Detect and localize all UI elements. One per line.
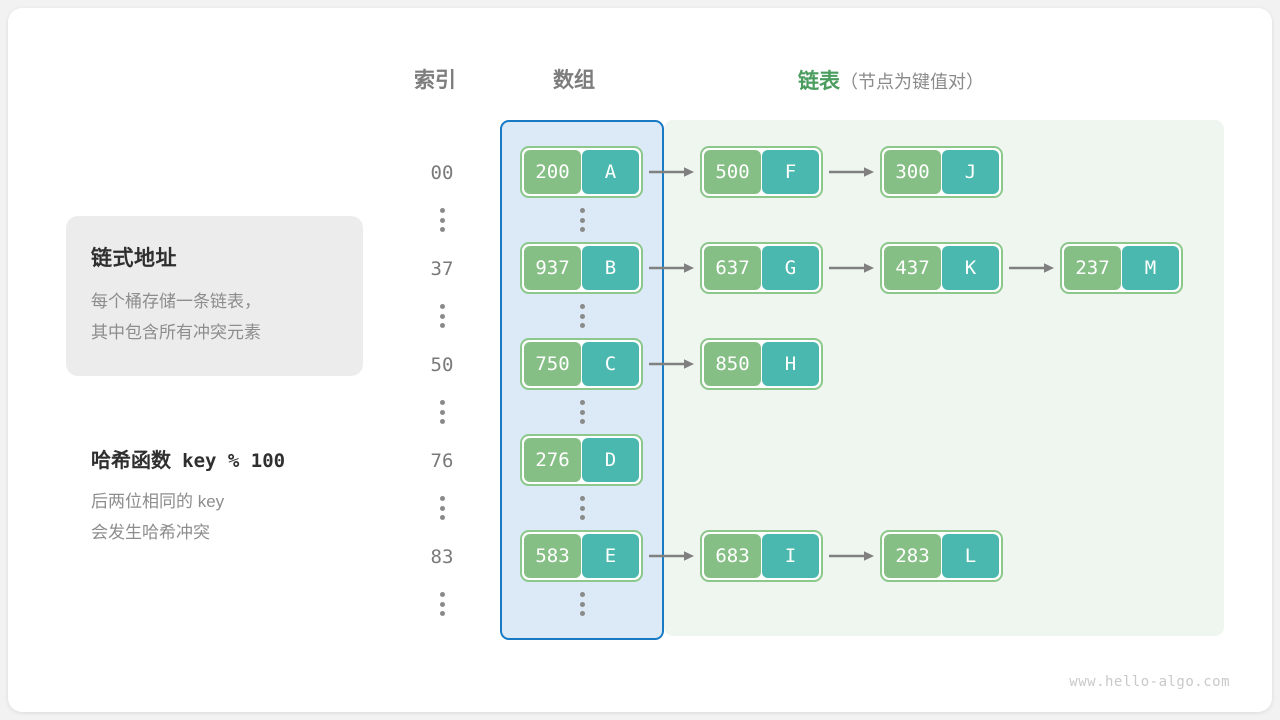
header-linked-list-main: 链表 <box>798 70 840 93</box>
node-key: 437 <box>884 246 941 290</box>
node-key: 276 <box>524 438 581 482</box>
index-label: 50 <box>430 354 454 376</box>
index-label: 76 <box>430 450 454 472</box>
hash-note-line-2: 会发生哈希冲突 <box>91 523 210 542</box>
node-value: M <box>1122 246 1179 290</box>
node-value: C <box>582 342 639 386</box>
node-value: K <box>942 246 999 290</box>
node-value: H <box>762 342 819 386</box>
index-label: 00 <box>430 162 454 184</box>
index-ellipsis <box>432 592 452 616</box>
chain-arrow-icon <box>649 550 694 562</box>
hash-function-expression: key % 100 <box>182 450 286 472</box>
hash-function-label: 哈希函数 <box>91 450 171 472</box>
chain-arrow-icon <box>649 166 694 178</box>
node-value: I <box>762 534 819 578</box>
node-key: 850 <box>704 342 761 386</box>
header-linked-list-sub: （节点为键值对） <box>840 72 984 92</box>
node-key: 200 <box>524 150 581 194</box>
info-panel-line-1: 每个桶存储一条链表， <box>91 292 261 311</box>
node-value: B <box>582 246 639 290</box>
node-key: 583 <box>524 534 581 578</box>
hash-note-line-1: 后两位相同的 key <box>91 492 225 511</box>
chain-arrow-icon <box>649 358 694 370</box>
node-value: J <box>942 150 999 194</box>
chain-arrow-icon <box>1009 262 1054 274</box>
node-key: 637 <box>704 246 761 290</box>
info-panel <box>66 216 363 376</box>
info-panel-body: 每个桶存储一条链表， 其中包含所有冲突元素 <box>91 286 351 348</box>
node-key: 237 <box>1064 246 1121 290</box>
header-array: 数组 <box>553 69 595 92</box>
node-value: A <box>582 150 639 194</box>
array-ellipsis <box>572 304 592 328</box>
chain-arrow-icon <box>829 166 874 178</box>
node-value: G <box>762 246 819 290</box>
hash-function-title: 哈希函数 key % 100 <box>91 444 285 473</box>
array-ellipsis <box>572 400 592 424</box>
node-key: 750 <box>524 342 581 386</box>
array-ellipsis <box>572 208 592 232</box>
array-ellipsis <box>572 496 592 520</box>
chain-arrow-icon <box>649 262 694 274</box>
index-ellipsis <box>432 400 452 424</box>
node-key: 500 <box>704 150 761 194</box>
diagram-card: 索引 数组 链表（节点为键值对） 链式地址 每个桶存储一条链表， 其中包含所有冲… <box>8 8 1272 712</box>
info-panel-title: 链式地址 <box>91 247 177 270</box>
node-value: E <box>582 534 639 578</box>
index-label: 83 <box>430 546 454 568</box>
index-ellipsis <box>432 304 452 328</box>
index-label: 37 <box>430 258 454 280</box>
node-key: 300 <box>884 150 941 194</box>
index-ellipsis <box>432 208 452 232</box>
node-value: F <box>762 150 819 194</box>
watermark: www.hello-algo.com <box>1069 674 1230 690</box>
hash-function-note: 后两位相同的 key 会发生哈希冲突 <box>91 486 371 548</box>
node-value: D <box>582 438 639 482</box>
info-panel-line-2: 其中包含所有冲突元素 <box>91 323 261 342</box>
node-key: 937 <box>524 246 581 290</box>
index-ellipsis <box>432 496 452 520</box>
node-key: 283 <box>884 534 941 578</box>
header-linked-list: 链表（节点为键值对） <box>798 65 984 95</box>
header-index: 索引 <box>414 69 456 92</box>
array-ellipsis <box>572 592 592 616</box>
chain-arrow-icon <box>829 262 874 274</box>
chain-arrow-icon <box>829 550 874 562</box>
node-value: L <box>942 534 999 578</box>
node-key: 683 <box>704 534 761 578</box>
